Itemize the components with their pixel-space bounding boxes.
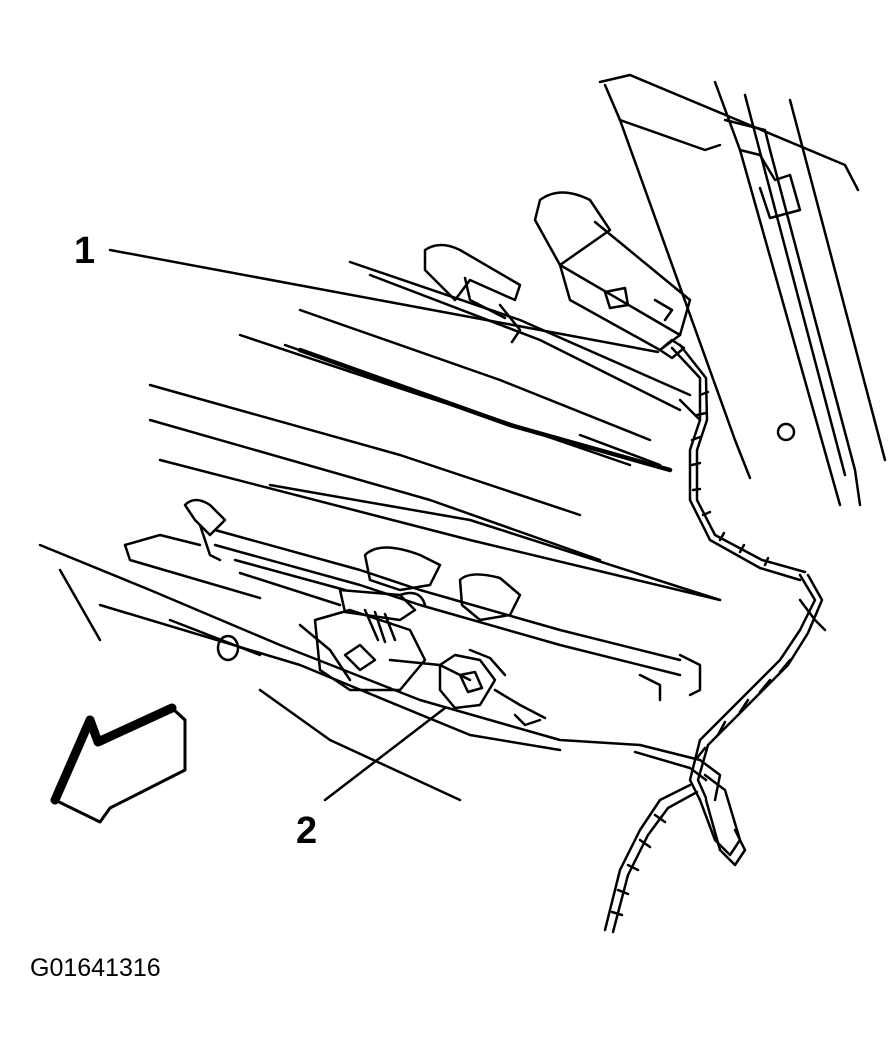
windshield-pillar: [598, 73, 887, 507]
figure-id-label: G01641316: [30, 954, 161, 982]
callout-number-1: 1: [74, 230, 96, 272]
body-lower: [38, 543, 642, 802]
washer-hose: [603, 338, 827, 934]
wiper-motor: [313, 608, 547, 727]
callout-leaders: [108, 248, 660, 802]
cowl-panel: [148, 260, 722, 602]
front-direction-arrow-icon: [50, 703, 187, 824]
leader-line-2: [323, 706, 447, 802]
hood-hinge: [533, 191, 692, 352]
callout-number-2: 2: [296, 810, 318, 852]
leader-line-1: [108, 248, 660, 354]
wiper-linkage: [123, 498, 702, 702]
